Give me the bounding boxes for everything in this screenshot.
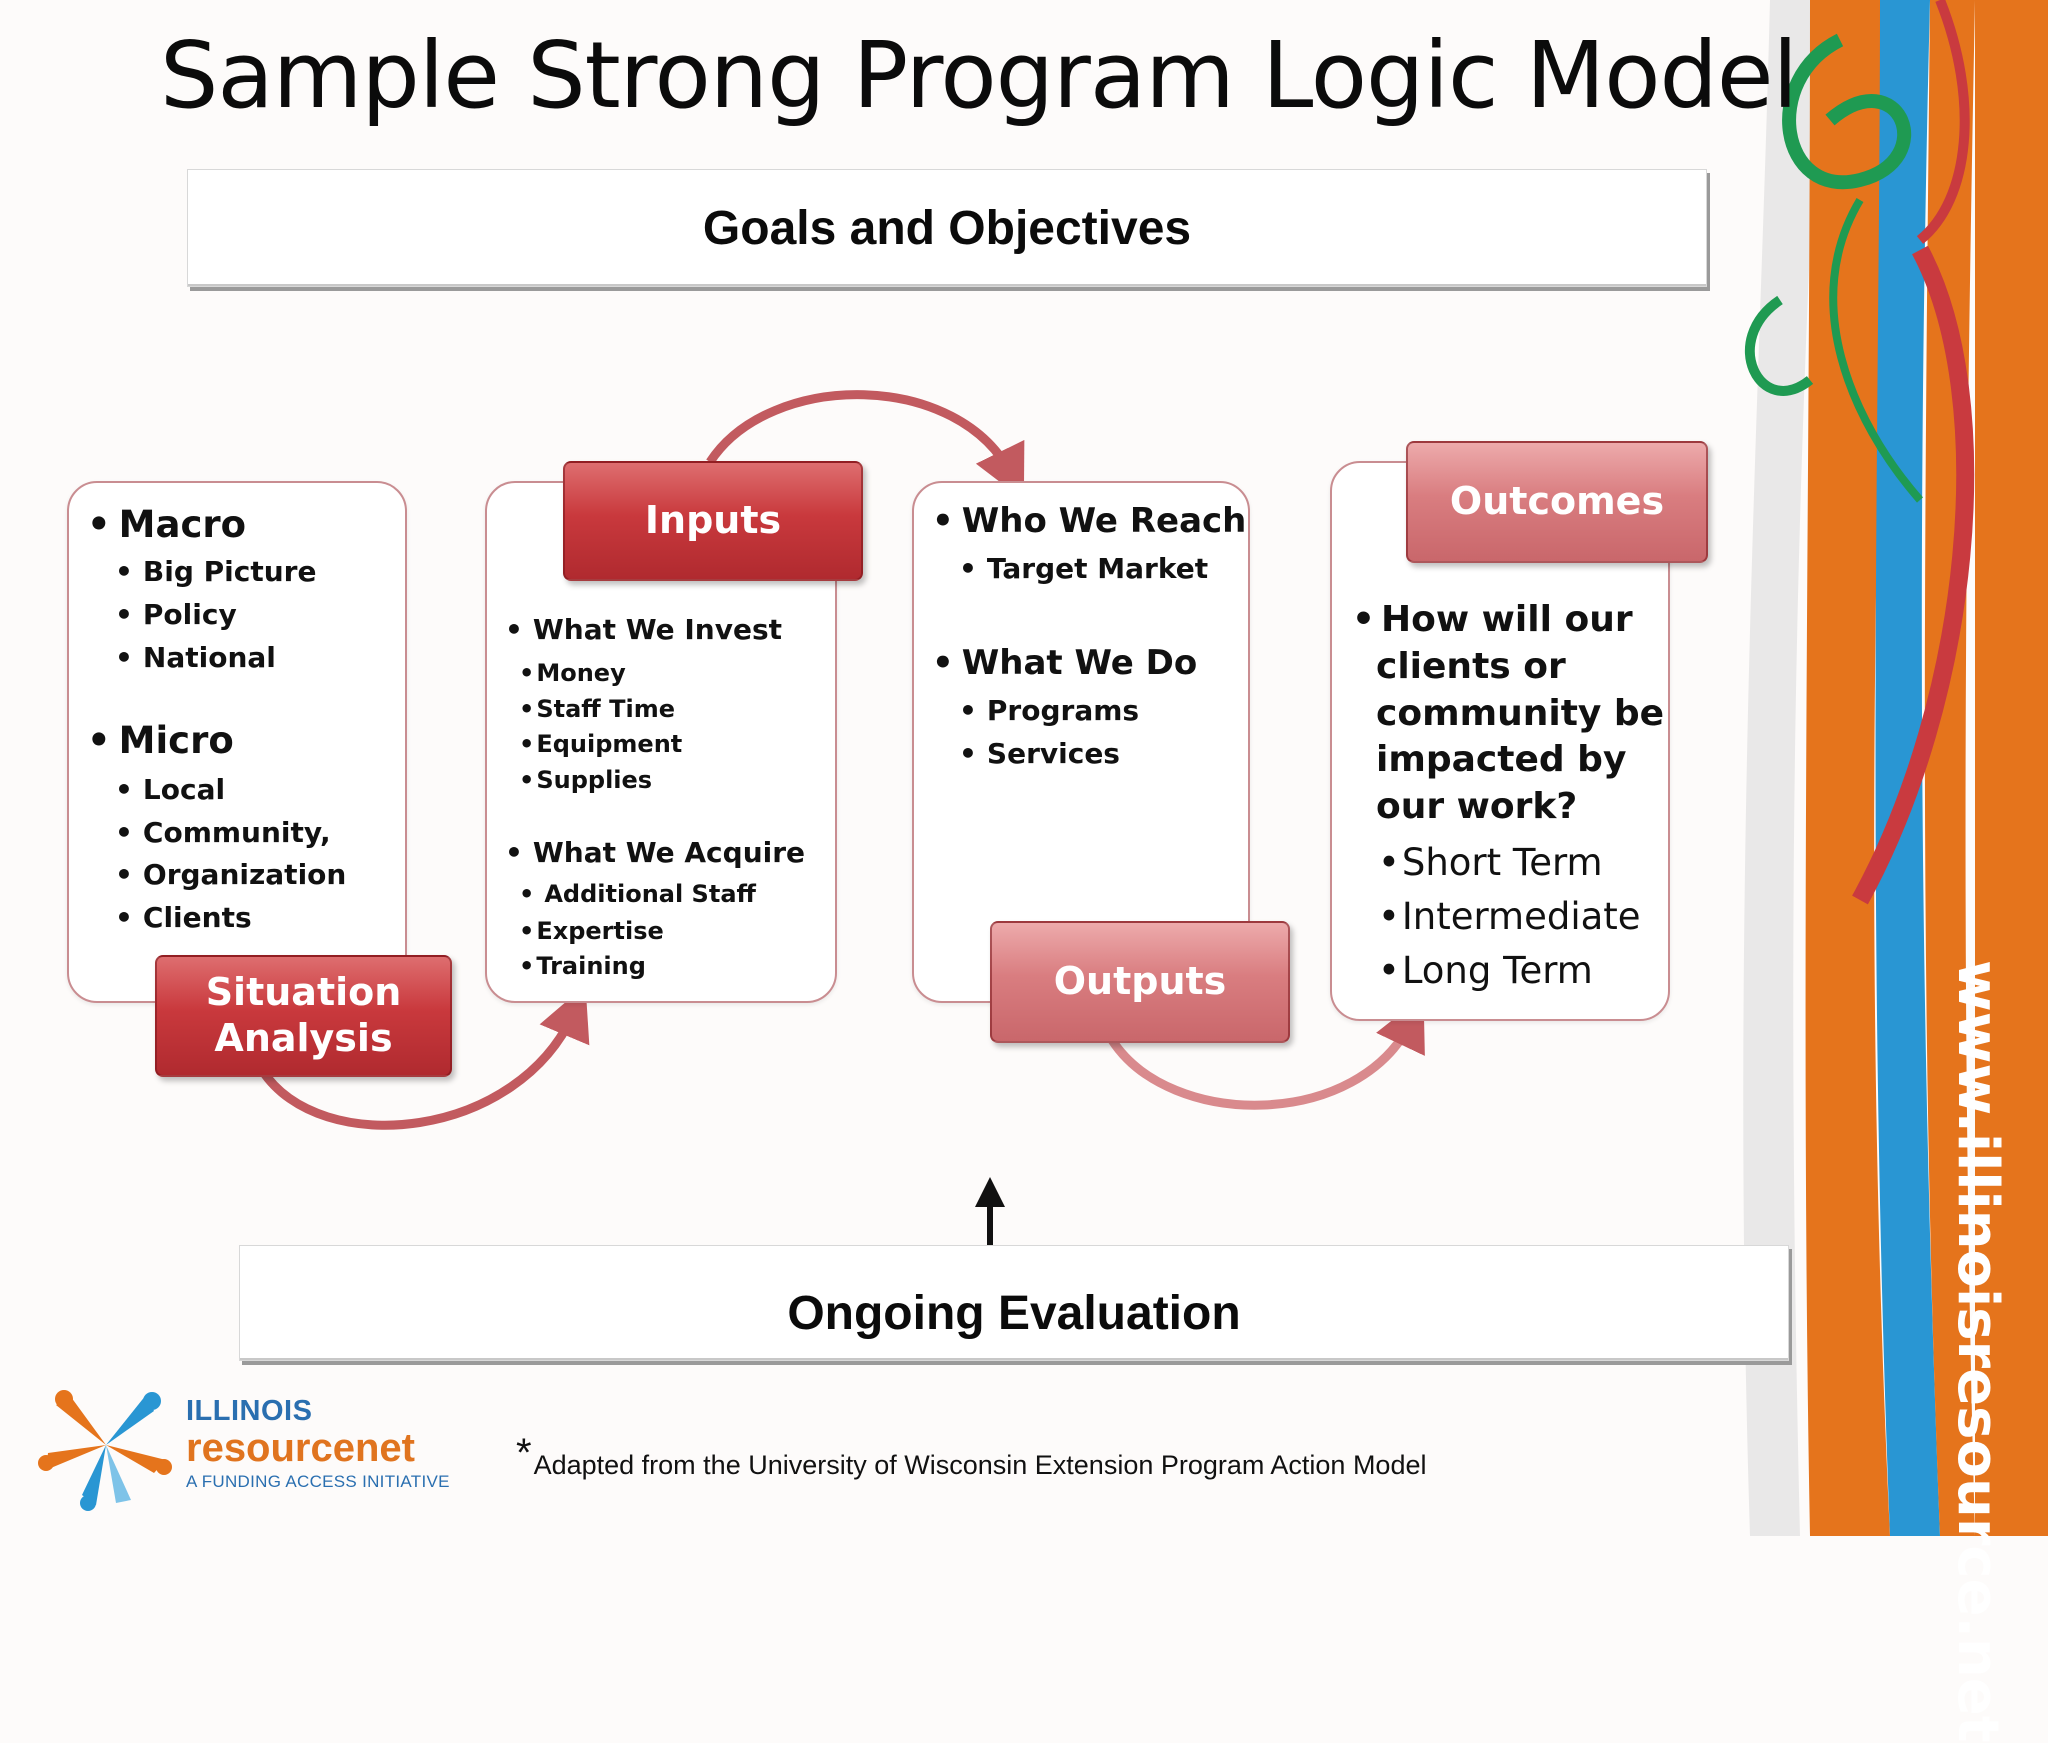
ongoing-evaluation-label: Ongoing Evaluation [787, 1286, 1241, 1340]
slide: www.illinoisresource.net Sample Strong P… [0, 0, 2048, 1536]
macro-item: Policy [115, 598, 237, 631]
decorative-ribbon [1740, 0, 2048, 1536]
invest-item: Money [519, 659, 625, 687]
outputs-header: Outputs [990, 921, 1290, 1043]
slide-title: Sample Strong Program Logic Model [160, 22, 1798, 129]
micro-item: Community, [115, 816, 331, 849]
macro-heading: Macro [87, 503, 246, 546]
curve-arrow-situation-to-inputs [258, 985, 590, 1130]
invest-item: Equipment [519, 730, 682, 758]
outputs-card: Who We Reach Target Market What We Do Pr… [912, 481, 1250, 1003]
micro-heading: Micro [87, 719, 234, 762]
logo-line-tagline: A FUNDING ACCESS INITIATIVE [186, 1472, 450, 1491]
goals-objectives-bar: Goals and Objectives [187, 169, 1707, 287]
goals-objectives-label: Goals and Objectives [702, 201, 1192, 255]
reach-item: Target Market [959, 552, 1208, 585]
question-line: our work? [1376, 786, 1578, 828]
illinois-resourcenet-logo-icon [38, 1390, 172, 1511]
logo-wordmark: ILLINOIS resourcenet A FUNDING ACCESS IN… [186, 1395, 450, 1492]
footnote: *Adapted from the University of Wisconsi… [516, 1431, 1426, 1481]
question-line: community be [1376, 692, 1665, 734]
term-item: Intermediate [1378, 895, 1641, 938]
invest-item: Supplies [519, 766, 652, 794]
footnote-text: Adapted from the University of Wisconsin… [533, 1450, 1427, 1480]
inputs-header: Inputs [563, 461, 863, 581]
reach-heading: Who We Reach [932, 501, 1247, 541]
ongoing-evaluation-bar: Ongoing Evaluation [239, 1245, 1789, 1361]
acquire-item: Additional Staff [519, 880, 756, 908]
term-item: Long Term [1378, 949, 1593, 992]
question-line: •How will our [1352, 599, 1633, 640]
do-item: Programs [959, 694, 1139, 727]
curve-arrow-inputs-to-outputs [706, 390, 1025, 501]
do-item: Services [959, 737, 1120, 770]
situation-analysis-label: Situation Analysis [205, 970, 402, 1060]
micro-item: Organization [115, 858, 346, 891]
question-line: impacted by [1376, 739, 1627, 781]
do-heading: What We Do [932, 643, 1198, 683]
macro-item: Big Picture [115, 555, 317, 588]
inputs-label: Inputs [644, 498, 782, 543]
logo-line-illinois: ILLINOIS [186, 1395, 313, 1427]
macro-item: National [115, 641, 276, 674]
logo-line-resourcenet: resourcenet [186, 1426, 415, 1470]
acquire-heading: What We Acquire [505, 836, 805, 869]
curve-arrow-outputs-to-outcomes [1108, 995, 1425, 1110]
outputs-label: Outputs [1053, 959, 1227, 1004]
invest-heading: What We Invest [505, 613, 782, 646]
outcomes-label: Outcomes [1449, 479, 1665, 524]
footnote-star: * [516, 1431, 532, 1475]
situation-analysis-header: Situation Analysis [155, 955, 452, 1077]
acquire-item: Expertise [519, 917, 663, 945]
outcomes-question: •How will our clients or community be im… [1352, 597, 1664, 831]
situation-card: Macro Big Picture Policy National Micro … [67, 481, 407, 1003]
acquire-item: Training [519, 952, 646, 980]
question-line: clients or [1376, 645, 1566, 687]
micro-item: Clients [115, 901, 252, 934]
micro-item: Local [115, 773, 225, 806]
invest-item: Staff Time [519, 695, 675, 723]
outcomes-header: Outcomes [1406, 441, 1708, 563]
term-item: Short Term [1378, 841, 1603, 884]
